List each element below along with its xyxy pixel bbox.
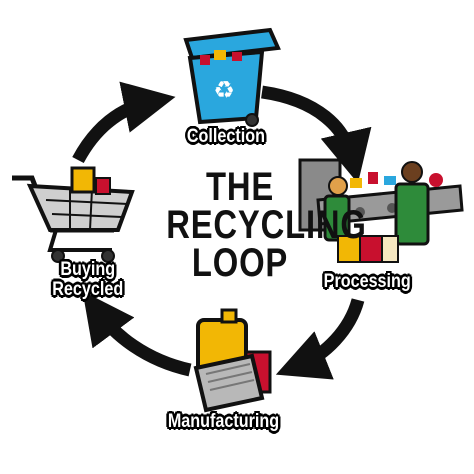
arrow-manufacturing-to-buying	[82, 291, 192, 377]
arrow-buying-to-collection	[72, 81, 176, 164]
buying-recycled-label: Buying Recycled	[52, 260, 123, 300]
title-line-3: LOOP	[191, 241, 289, 285]
manufacturing-label: Manufacturing	[167, 411, 280, 432]
shopping-cart-icon	[12, 166, 135, 263]
buying-recycled-line-2: Recycled	[52, 279, 124, 300]
new-products-icon	[193, 308, 272, 413]
recycling-bin-icon: ♻	[183, 27, 281, 127]
svg-text:♻: ♻	[213, 76, 235, 104]
arrow-collection-to-processing	[261, 85, 372, 184]
processing-label: Processing	[323, 271, 411, 292]
collection-label: Collection	[186, 126, 265, 147]
arrow-processing-to-manufacturing	[275, 298, 365, 380]
sorting-workers-icon	[298, 158, 464, 263]
diagram-title: THE RECYCLING LOOP	[166, 165, 367, 285]
title-line-2: RECYCLING	[166, 203, 367, 247]
title-line-1: THE	[205, 165, 275, 209]
buying-recycled-line-1: Buying	[60, 259, 116, 280]
